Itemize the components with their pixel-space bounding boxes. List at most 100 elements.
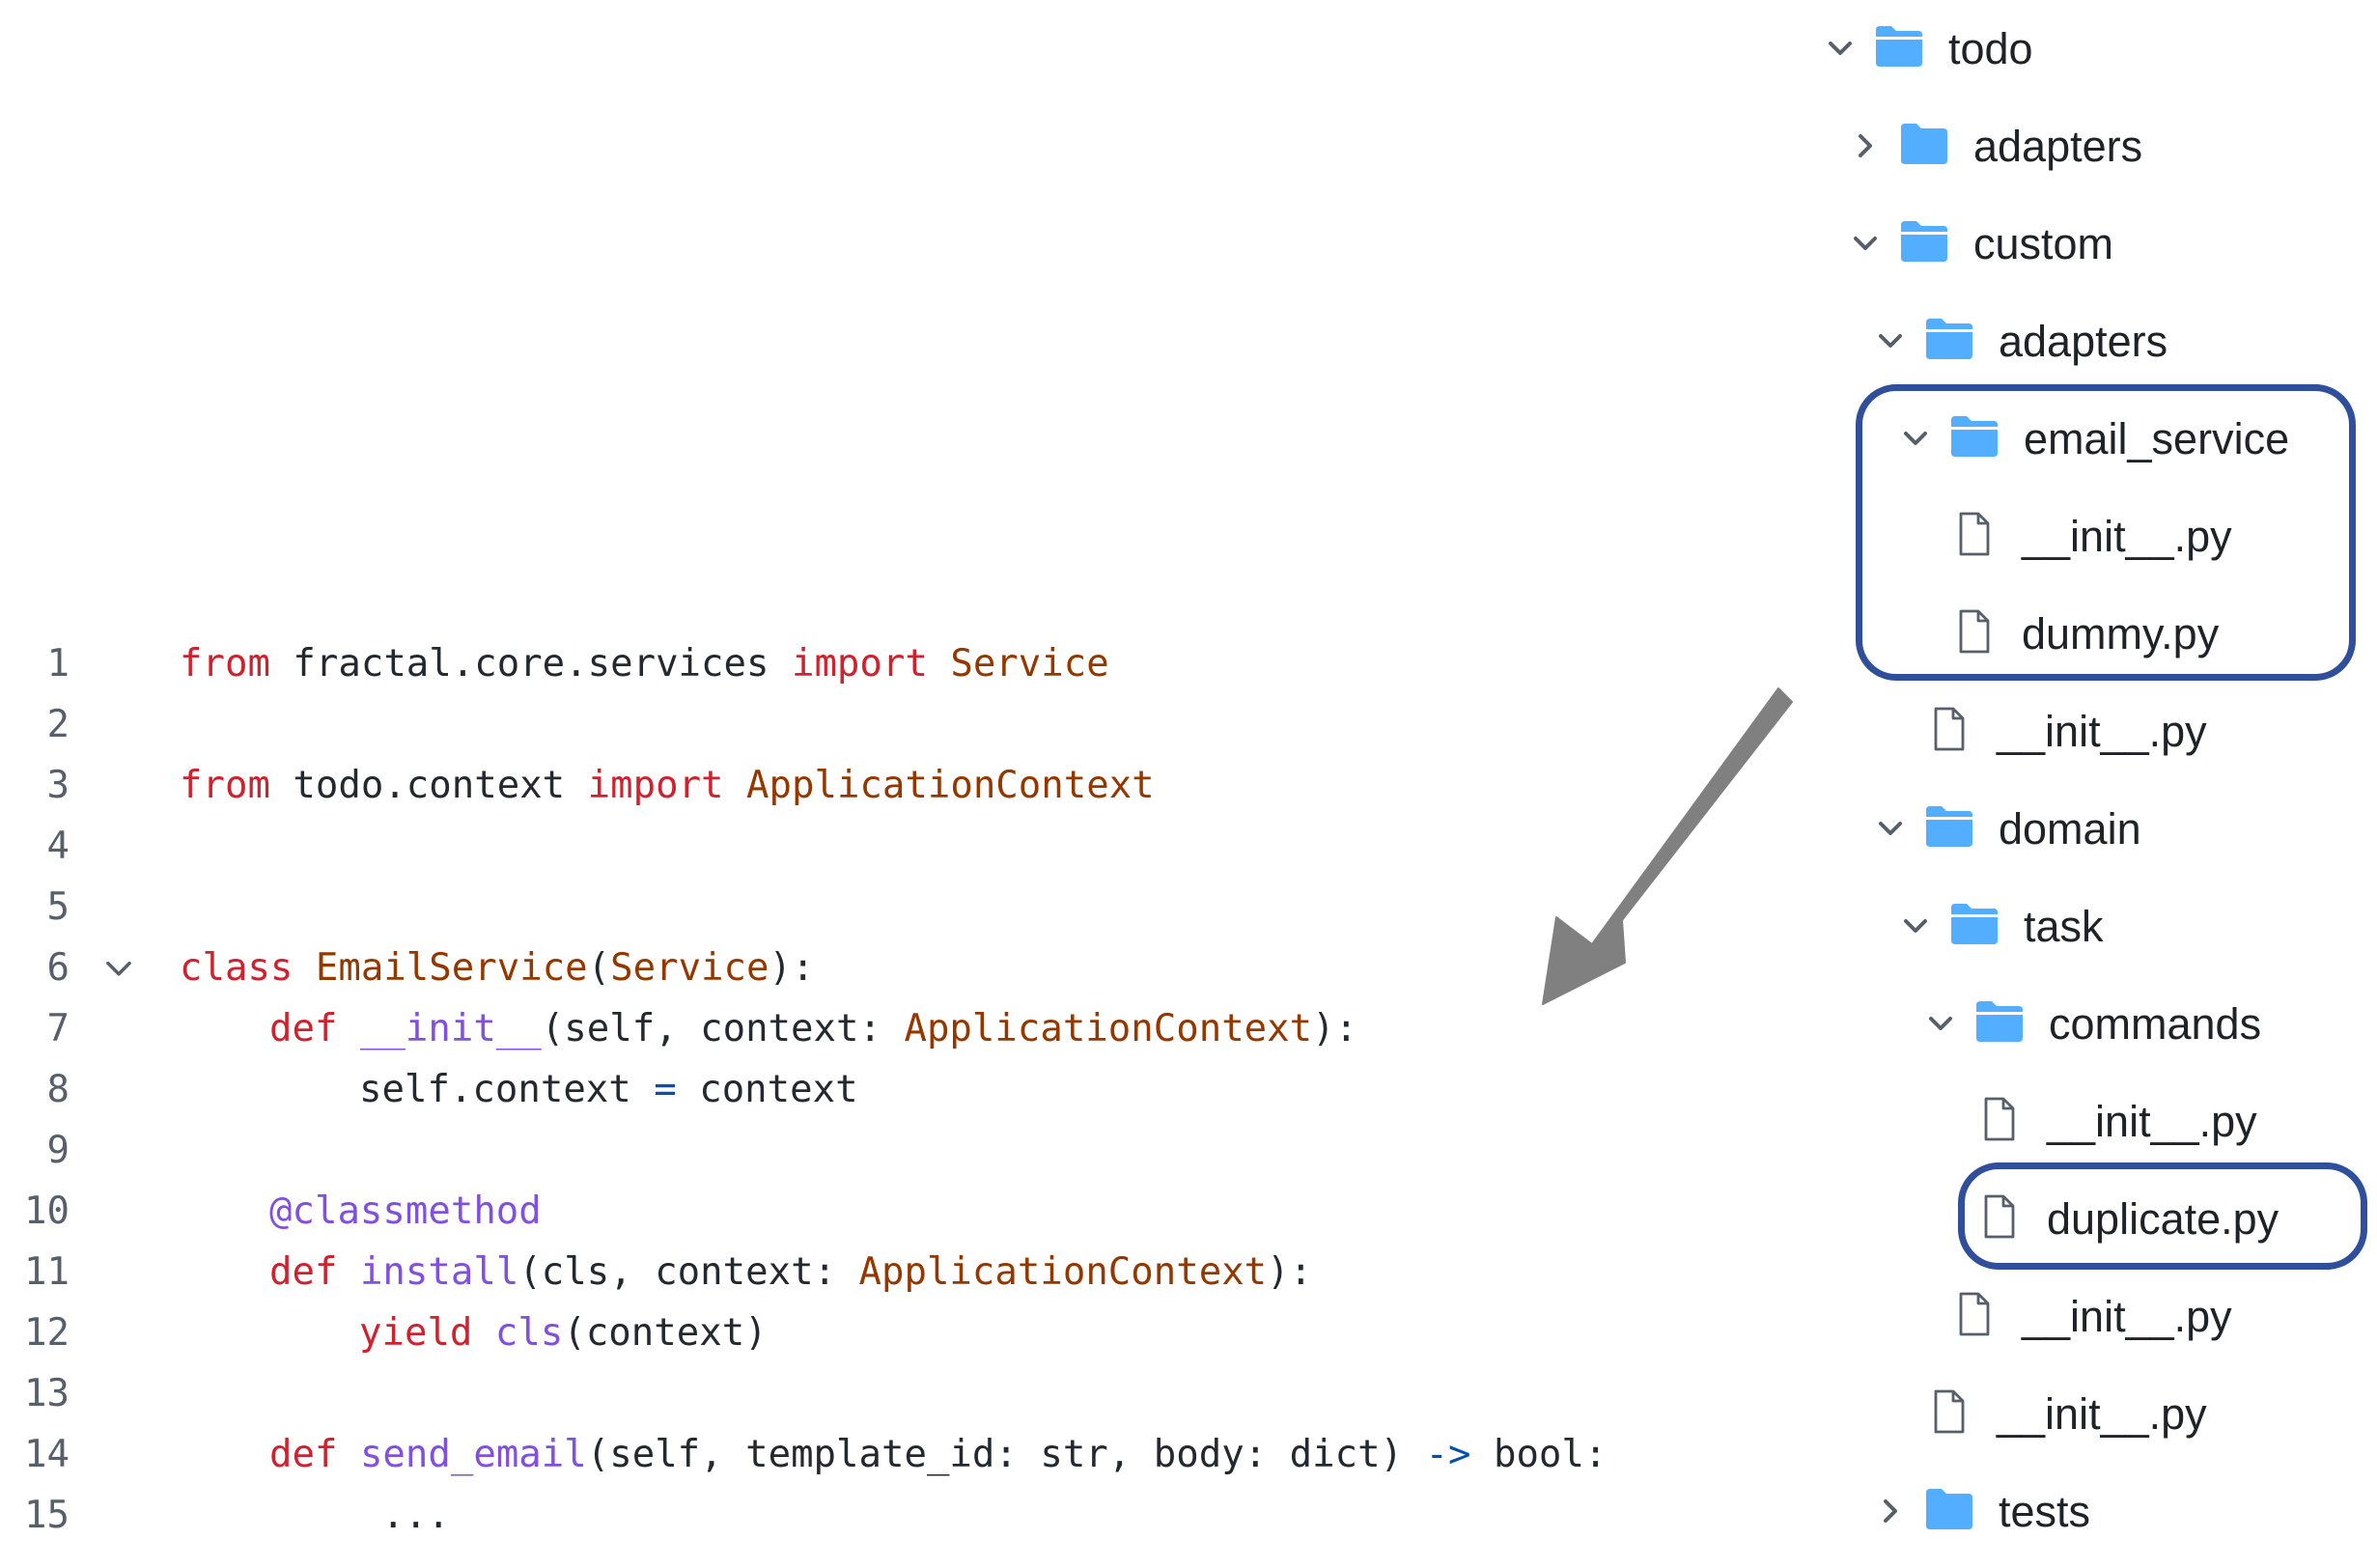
code-token: ApplicationContext <box>723 764 1155 807</box>
tree-file-item[interactable]: __init__.py <box>1796 1268 2336 1365</box>
line-number: 6 <box>46 946 70 990</box>
file-icon <box>1959 512 1990 556</box>
code-token: def <box>269 1007 338 1050</box>
tree-item-label: adapters <box>1999 317 2168 366</box>
folder-icon <box>1901 124 1947 164</box>
code-token: yield <box>359 1311 473 1355</box>
code-token: send_email <box>359 1433 587 1476</box>
line-number: 11 <box>24 1250 70 1294</box>
code-line[interactable]: 15 ... <box>0 1485 1641 1546</box>
tree-folder-item[interactable]: task <box>1796 878 2336 975</box>
file-icon <box>1959 609 1990 654</box>
chevron-down-icon[interactable] <box>100 951 137 988</box>
code-text: ... <box>359 1485 450 1546</box>
tree-folder-item[interactable]: email_service <box>1796 390 2336 488</box>
line-number: 1 <box>46 642 70 686</box>
tree-folder-item[interactable]: todo <box>1796 0 2336 98</box>
tree-item-label: dummy.py <box>2022 609 2220 658</box>
chevron-down-icon[interactable] <box>1871 809 1910 848</box>
chevron-down-icon[interactable] <box>1921 1004 1960 1043</box>
tree-item-label: adapters <box>1973 122 2143 171</box>
tree-item-label: email_service <box>2024 414 2290 463</box>
code-line[interactable]: 4 <box>0 816 1641 877</box>
code-line[interactable]: 10@classmethod <box>0 1181 1641 1242</box>
tree-folder-item[interactable]: tests <box>1796 1463 2336 1560</box>
line-number: 4 <box>46 825 70 868</box>
chevron-right-icon[interactable] <box>1846 126 1885 165</box>
chevron-down-icon[interactable] <box>1821 29 1860 68</box>
folder-icon <box>1951 904 1998 944</box>
tree-file-item[interactable]: dummy.py <box>1796 585 2336 683</box>
line-number: 15 <box>24 1494 70 1537</box>
code-text: @classmethod <box>269 1181 542 1242</box>
tree-folder-item[interactable]: adapters <box>1796 98 2336 195</box>
chevron-right-icon[interactable] <box>1871 1492 1910 1530</box>
code-token: context <box>676 1068 858 1111</box>
file-tree: todo adapters custom adapters email_service _… <box>1796 0 2377 1568</box>
code-text: class EmailService(Service): <box>180 938 814 998</box>
line-number: 3 <box>46 764 70 807</box>
file-icon <box>1934 707 1965 751</box>
folder-icon <box>1901 221 1947 262</box>
tree-file-item[interactable]: __init__.py <box>1796 1365 2336 1463</box>
chevron-down-icon[interactable] <box>1896 419 1935 458</box>
file-icon <box>1934 1389 1965 1434</box>
code-token: class <box>180 946 294 990</box>
code-token: import <box>791 642 928 686</box>
code-line[interactable]: 1 from fractal.core.services import Servi… <box>0 633 1641 694</box>
tree-file-item[interactable]: __init__.py <box>1796 1073 2336 1170</box>
chevron-down-icon[interactable] <box>1896 907 1935 945</box>
code-token <box>337 1433 359 1476</box>
email-service-highlight <box>1856 384 2356 681</box>
code-token: from <box>180 764 270 807</box>
code-line[interactable]: 13 <box>0 1363 1641 1424</box>
code-editor[interactable]: 1 from fractal.core.services import Servi… <box>0 633 1641 1568</box>
code-line[interactable]: 2 <box>0 694 1641 755</box>
code-token: ... <box>359 1494 450 1537</box>
line-number: 12 <box>24 1311 70 1355</box>
code-line[interactable]: 3 from todo.context import ApplicationCon… <box>0 755 1641 816</box>
chevron-down-icon[interactable] <box>1846 224 1885 263</box>
code-token: def <box>269 1433 338 1476</box>
chevron-down-icon[interactable] <box>1871 322 1910 360</box>
code-text: from todo.context import ApplicationCont… <box>180 755 1155 816</box>
code-line[interactable]: 8 self.context = context <box>0 1059 1641 1120</box>
code-line[interactable]: 5 <box>0 877 1641 938</box>
code-token: (cls, context: <box>518 1250 859 1294</box>
tree-file-item[interactable]: __init__.py <box>1796 488 2336 585</box>
tree-file-item[interactable]: __init__.py <box>1796 683 2336 780</box>
tree-item-label: custom <box>1973 219 2114 268</box>
tree-file-item[interactable]: duplicate.py <box>1796 1170 2336 1268</box>
code-token: ): <box>1312 1007 1358 1050</box>
tree-item-label: duplicate.py <box>2047 1194 2279 1244</box>
code-line[interactable]: 9 <box>0 1120 1641 1181</box>
tree-item-label: __init__.py <box>2022 1292 2232 1341</box>
code-token <box>472 1311 494 1355</box>
tree-folder-item[interactable]: commands <box>1796 975 2336 1073</box>
line-number: 8 <box>46 1068 70 1111</box>
code-token: (self, template_id: str, body: dict) <box>586 1433 1426 1476</box>
code-token: ApplicationContext <box>858 1250 1268 1294</box>
tree-folder-item[interactable]: domain <box>1796 780 2336 878</box>
tree-folder-item[interactable]: custom <box>1796 195 2336 293</box>
tree-item-label: __init__.py <box>1997 1389 2207 1439</box>
code-token: Service <box>927 642 1109 686</box>
tree-item-label: __init__.py <box>1997 707 2207 756</box>
tree-item-label: todo <box>1948 24 2033 73</box>
folder-icon <box>1976 1001 2023 1042</box>
code-token: self.context <box>359 1068 655 1111</box>
tree-item-label: commands <box>2049 999 2262 1049</box>
code-text: from fractal.core.services import Servic… <box>180 633 1109 694</box>
code-token: bool: <box>1470 1433 1608 1476</box>
line-number: 7 <box>46 1007 70 1050</box>
code-token: ( <box>587 946 611 990</box>
tree-item-label: tests <box>1999 1487 2091 1536</box>
tree-folder-item[interactable]: adapters <box>1796 293 2336 390</box>
code-text: self.context = context <box>359 1059 858 1120</box>
code-line[interactable]: 6 class EmailService(Service): <box>0 938 1641 998</box>
code-token: EmailService <box>315 946 588 990</box>
